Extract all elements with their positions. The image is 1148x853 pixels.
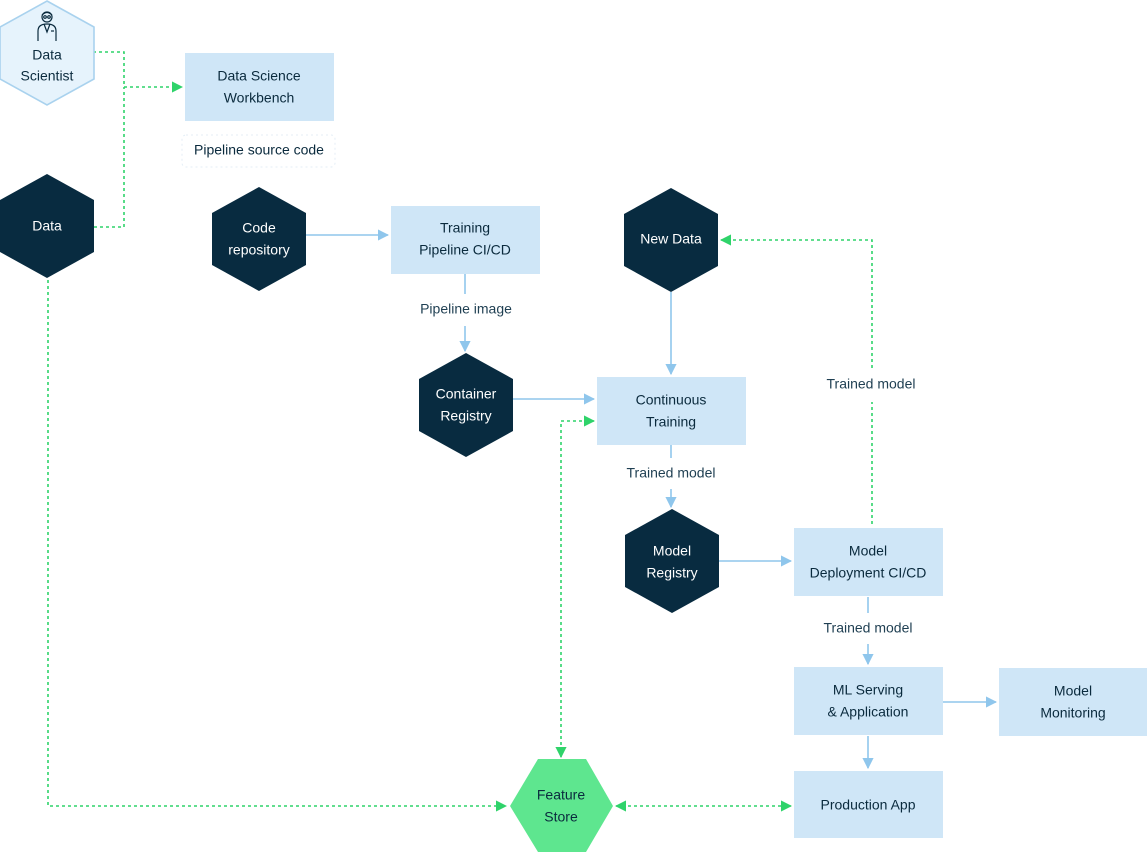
edge-deploy-to-newdata-b	[719, 234, 873, 368]
node-data-label: Data	[32, 218, 62, 234]
node-continuous-training-line1: Continuous	[636, 392, 707, 408]
node-model-monitoring-line1: Model	[1054, 683, 1092, 699]
edge-data-to-feature-store	[47, 280, 508, 812]
node-feature-store[interactable]: Feature Store	[510, 759, 613, 852]
node-training-pipeline-line2: Pipeline CI/CD	[419, 242, 511, 258]
node-production-app[interactable]: Production App	[794, 771, 943, 838]
node-production-app-label: Production App	[821, 797, 916, 813]
node-code-repository-line1: Code	[242, 220, 276, 236]
edge-feature-store-to-ct	[555, 415, 596, 759]
node-ml-serving-line2: & Application	[828, 704, 909, 720]
node-container-registry-line1: Container	[436, 386, 497, 402]
node-model-deployment[interactable]: Model Deployment CI/CD	[794, 528, 943, 596]
node-model-monitoring[interactable]: Model Monitoring	[999, 668, 1147, 736]
node-model-registry-line1: Model	[653, 543, 691, 559]
node-continuous-training[interactable]: Continuous Training	[597, 377, 746, 445]
node-data[interactable]: Data	[0, 174, 94, 278]
node-continuous-training-line2: Training	[646, 414, 696, 430]
node-data-scientist-line2: Scientist	[21, 68, 74, 84]
node-code-repository[interactable]: Code repository	[212, 187, 306, 291]
node-workbench-line1: Data Science	[217, 68, 300, 84]
node-container-registry[interactable]: Container Registry	[419, 353, 513, 457]
node-new-data-label: New Data	[640, 231, 702, 247]
node-model-monitoring-line2: Monitoring	[1040, 705, 1105, 721]
node-feature-store-line2: Store	[544, 809, 578, 825]
node-workbench-line2: Workbench	[224, 90, 295, 106]
node-training-pipeline[interactable]: Training Pipeline CI/CD	[391, 206, 540, 274]
node-model-registry[interactable]: Model Registry	[625, 509, 719, 613]
node-ml-serving[interactable]: ML Serving & Application	[794, 667, 943, 735]
edge-data-to-workbench	[94, 87, 125, 228]
node-new-data[interactable]: New Data	[624, 188, 718, 292]
node-model-deployment-line1: Model	[849, 543, 887, 559]
node-code-repository-line2: repository	[228, 242, 289, 258]
edge-scientist-to-workbench	[93, 51, 184, 93]
scientist-icon	[37, 11, 57, 41]
edge-label-trained-model-feedback: Trained model	[827, 376, 916, 392]
node-pipeline-source-code[interactable]: Pipeline source code	[181, 134, 336, 168]
node-training-pipeline-line1: Training	[440, 220, 490, 236]
node-pipeline-source-code-label: Pipeline source code	[194, 142, 324, 158]
edge-label-trained-model-deploy: Trained model	[824, 620, 913, 636]
node-container-registry-line2: Registry	[440, 408, 491, 424]
node-ml-serving-line1: ML Serving	[833, 682, 903, 698]
node-workbench[interactable]: Data Science Workbench	[185, 53, 334, 121]
edge-label-trained-model-ct: Trained model	[627, 465, 716, 481]
node-model-deployment-line2: Deployment CI/CD	[810, 565, 927, 581]
node-data-scientist-line1: Data	[32, 47, 62, 63]
node-feature-store-line1: Feature	[537, 787, 585, 803]
node-model-registry-line2: Registry	[646, 565, 697, 581]
node-data-scientist[interactable]: Data Scientist	[0, 0, 95, 106]
edges	[47, 51, 998, 812]
edge-label-pipeline-image: Pipeline image	[420, 301, 512, 317]
